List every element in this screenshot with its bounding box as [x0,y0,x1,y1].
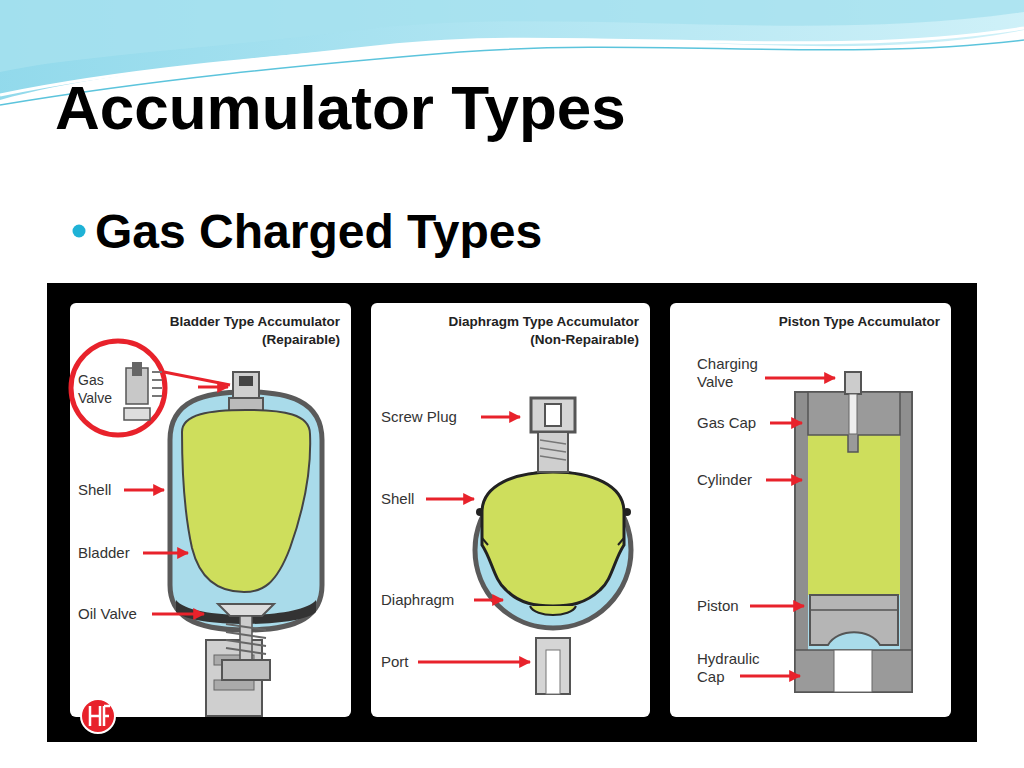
piston-accumulator [740,372,912,692]
bullet-dot [73,225,86,238]
black-panel [47,283,977,742]
part-label: Bladder [78,544,130,562]
part-label: Diaphragm [381,591,454,609]
panel-ground [670,303,951,717]
diaphragm-accumulator [418,398,631,694]
panel: Diaphragm Type Accumulator (Non-Repairab… [371,303,650,717]
panel: Bladder Type Accumulator (Repairable) [70,303,351,717]
part-label: Oil Valve [78,605,137,623]
part-label: Port [381,653,409,671]
part-label: Shell [381,490,414,508]
panel-heading: Piston Type Accumulator [740,313,940,331]
part-label: Shell [78,481,111,499]
slide-title: Accumulator Types [55,72,626,144]
bladder-accumulator [71,341,322,733]
part-label: Screw Plug [381,408,457,426]
panel-ground [70,303,351,717]
part-label: Cylinder [697,471,752,489]
part-label: Piston [697,597,739,615]
part-label: Charging Valve [697,355,767,391]
panel-heading: Diaphragm Type Accumulator (Non-Repairab… [424,313,639,349]
bullet-text: Gas Charged Types [95,204,542,260]
panel-ground [371,303,650,717]
panel-heading: Bladder Type Accumulator (Repairable) [140,313,340,349]
part-label: Gas Valve [78,371,124,407]
part-label: Gas Cap [697,414,756,432]
part-label: Hydraulic Cap [697,650,767,686]
